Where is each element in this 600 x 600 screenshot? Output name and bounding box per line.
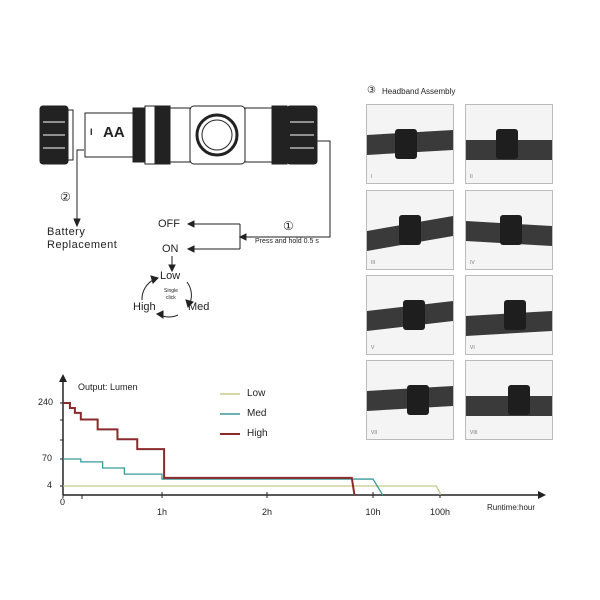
headband-step-panel: III <box>366 190 454 270</box>
y-tick-label: 240 <box>38 397 54 407</box>
x-tick-label: 2h <box>261 507 273 517</box>
y-axis-arrow <box>59 374 67 382</box>
step3-marker: ③ <box>367 85 376 96</box>
headband-step-panel: VII <box>366 360 454 440</box>
step1-text: Press and hold 0.5 s <box>255 238 319 245</box>
x-tick-label: 1h <box>156 507 168 517</box>
panel-label: III <box>371 260 376 266</box>
flashlight-diagram <box>39 105 331 319</box>
step3-text: Headband Assembly <box>382 87 456 96</box>
legend-label-high: High <box>247 428 268 439</box>
panel-label: I <box>371 174 373 180</box>
step2-marker: ② <box>60 190 71 204</box>
step1-marker: ① <box>283 219 294 233</box>
y-tick-label: 4 <box>47 480 53 490</box>
x-tick-label: 10h <box>365 507 381 517</box>
panel-label: V <box>371 345 375 351</box>
battery-label: AA <box>103 124 125 141</box>
headband-step-panel: V <box>366 275 454 355</box>
step2-text-line1: Battery <box>47 226 86 238</box>
x-tick-label: 100h <box>429 507 451 517</box>
panel-label: VIII <box>470 430 478 436</box>
panel-label: IV <box>470 260 475 266</box>
panel-label: VI <box>470 345 475 351</box>
series-line-med <box>63 458 384 496</box>
panel-label: II <box>470 174 473 180</box>
mode-off: OFF <box>158 218 180 230</box>
mode-low: Low <box>160 270 181 282</box>
mode-high: High <box>133 301 156 313</box>
cycle-label-line1: Single <box>164 288 178 294</box>
x-axis-label: Runtime:hour <box>487 503 536 512</box>
headband-step-panel: IV <box>465 190 553 270</box>
series-line-low <box>63 485 441 495</box>
x-tick-label: 0 <box>60 497 66 507</box>
mode-med: Med <box>188 301 210 313</box>
panel-label: VII <box>371 430 378 436</box>
cycle-label-line2: click <box>166 295 176 301</box>
headband-step-panel: II <box>465 104 553 184</box>
legend-label-low: Low <box>247 388 266 399</box>
legend-label-med: Med <box>247 408 267 419</box>
mode-on: ON <box>162 243 179 255</box>
battery-polarity: I <box>90 127 93 137</box>
y-tick-label: 70 <box>42 453 53 463</box>
series-line-high <box>63 402 356 496</box>
x-axis-arrow <box>538 491 546 499</box>
chart-title: Output: Lumen <box>78 382 138 392</box>
headband-step-panel: VIII <box>465 360 553 440</box>
headband-step-panel: I <box>366 104 454 184</box>
headband-step-panel: VI <box>465 275 553 355</box>
step2-text-line2: Replacement <box>47 239 118 251</box>
